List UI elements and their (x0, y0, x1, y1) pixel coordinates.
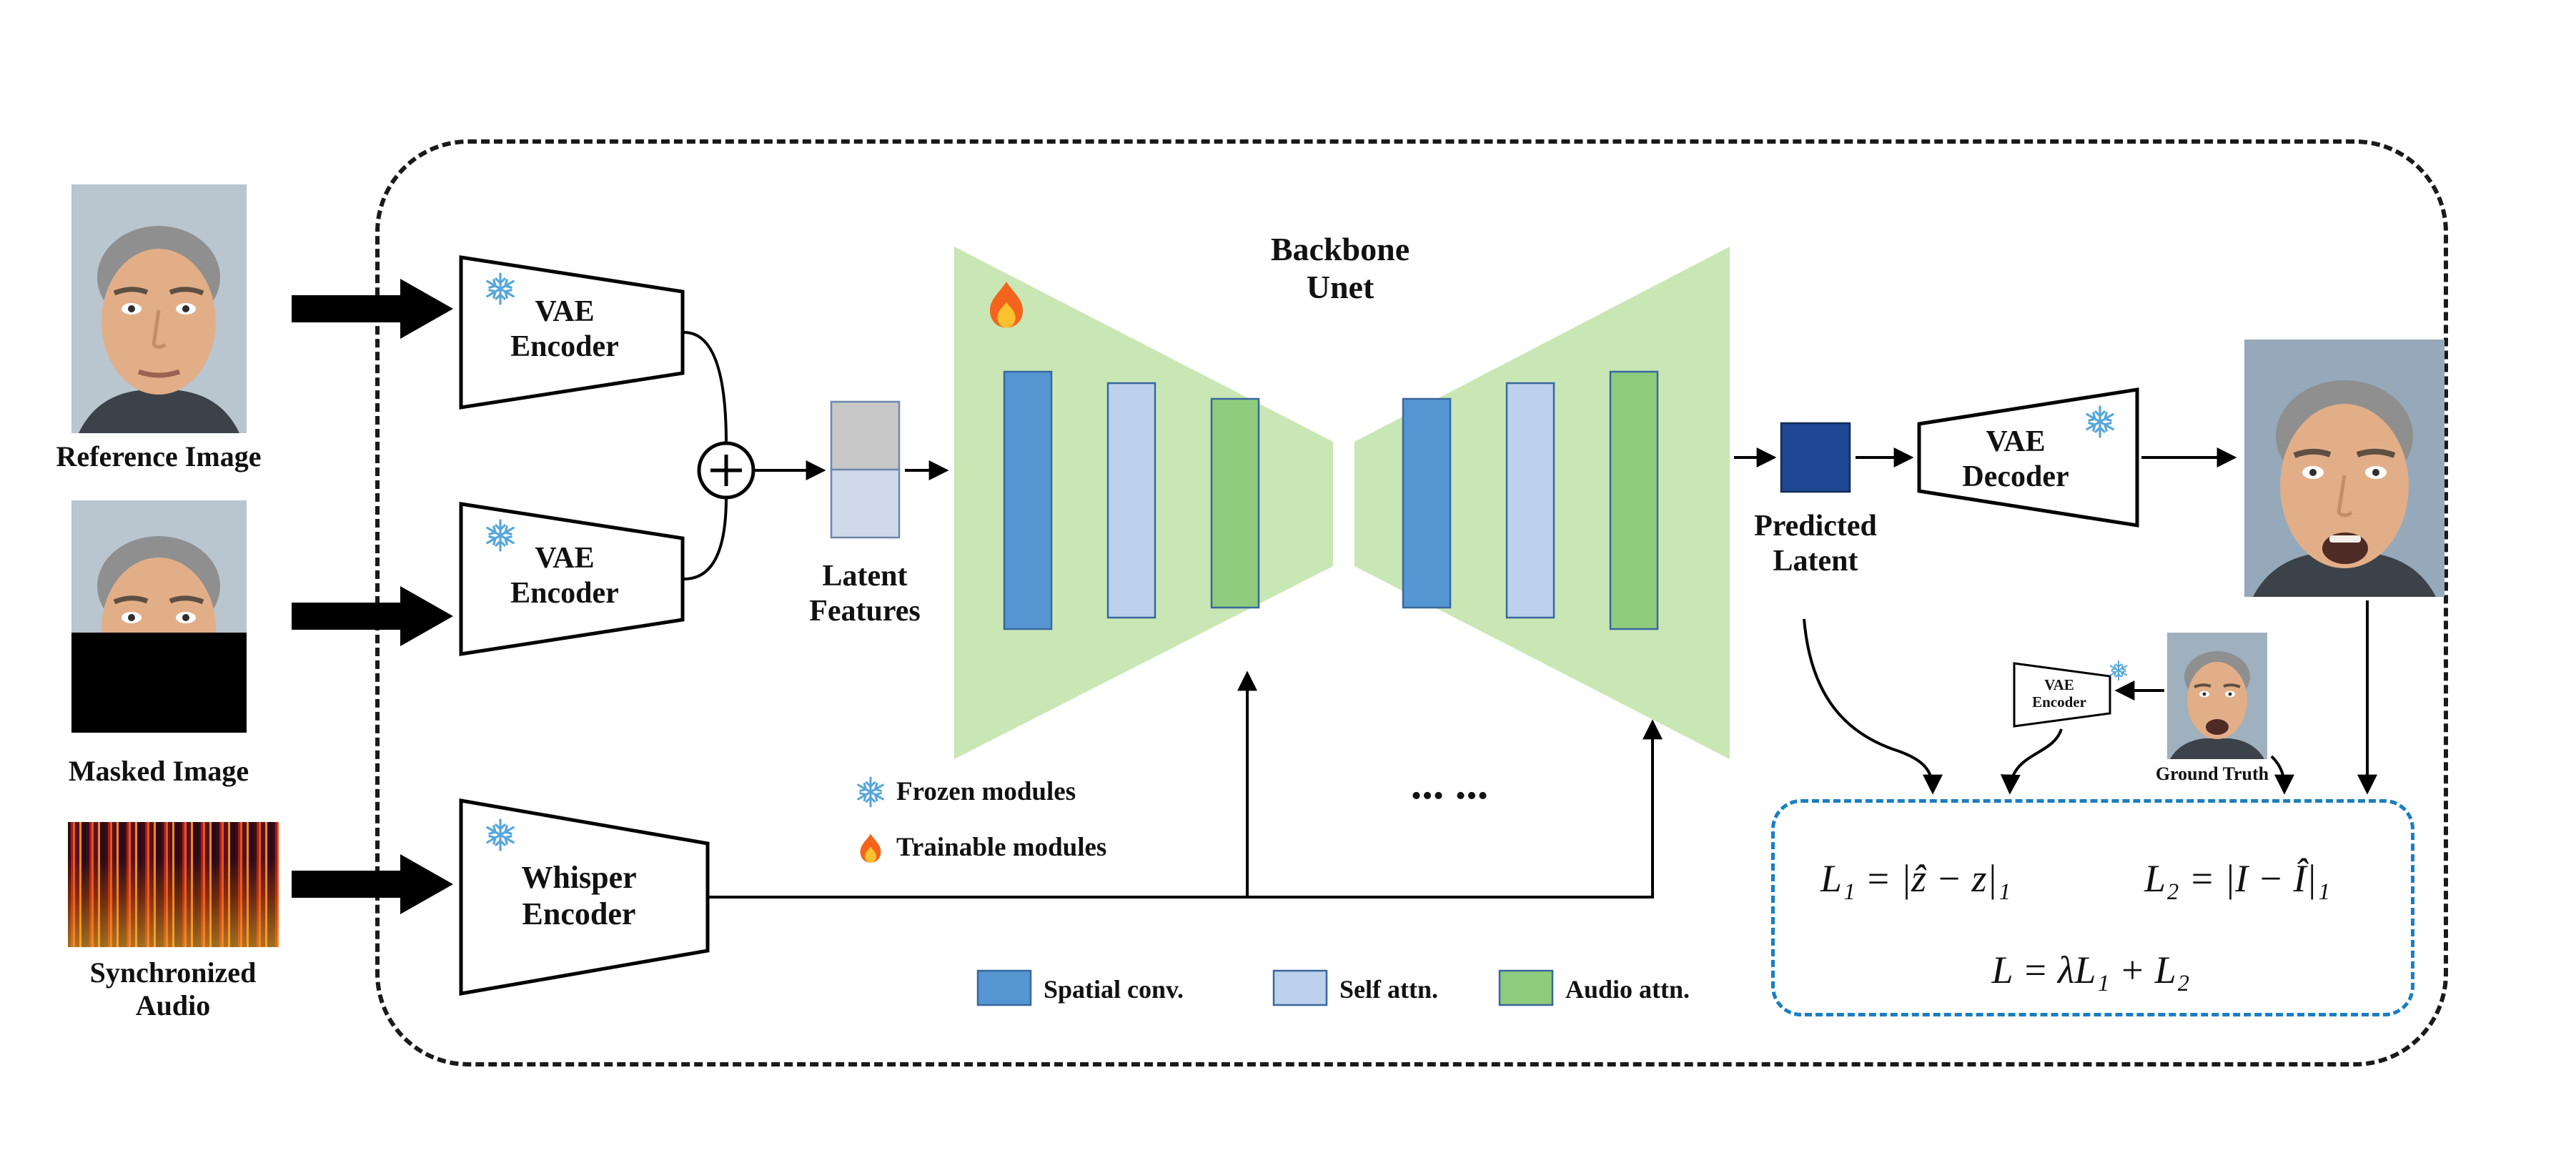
masked-image (71, 500, 247, 733)
masked-face-illustration (71, 500, 247, 733)
spatial-conv-bar-left (1003, 370, 1053, 630)
vae-decoder-label: VAE Decoder (1962, 425, 2069, 493)
vae-encoder-small-shape (2013, 662, 2111, 728)
legend-flame-icon (860, 833, 881, 863)
l1-loss-formula: L₁ = |ẑ − z|₁ (1820, 857, 2011, 900)
legend-audio-attn-swatch (1498, 969, 1554, 1006)
legend-spatial-conv-label: Spatial conv. (1044, 975, 1184, 1004)
vae-decoder-shape (1917, 387, 2139, 528)
total-loss-formula: L = λL₁ + L₂ (1991, 949, 2190, 991)
vae-encoder-top-label: VAE Encoder (510, 295, 619, 363)
legend-trainable-label: Trainable modules (896, 833, 1107, 862)
reference-input-arrow (292, 279, 453, 339)
latent-features-label: Latent Features (809, 560, 921, 628)
ground-truth-to-loss-arrow (2270, 755, 2294, 795)
predicted-latent-to-loss-arrow (1803, 618, 1943, 795)
reference-face-illustration (71, 184, 247, 433)
reference-image (71, 184, 247, 433)
backbone-unet-title: Backbone Unet (1270, 231, 1410, 306)
legend-snowflake-icon (858, 778, 883, 806)
legend-self-attn-swatch (1272, 969, 1328, 1006)
output-face-illustration (2244, 340, 2444, 597)
mask-black-region (71, 633, 247, 733)
open-mouth (2206, 719, 2229, 735)
self-attn-bar-right (1505, 382, 1555, 619)
latent-feature-bottom-square (830, 468, 901, 539)
spatial-conv-bar-right (1402, 397, 1452, 609)
l2-loss-formula: L₂ = |I − Î|₁ (2144, 857, 2331, 900)
latent-feature-top-square (830, 400, 901, 471)
vae-encoder-small-label: VAE Encoder (2032, 676, 2086, 711)
audio-spectrogram-image (68, 822, 279, 947)
whisper-encoder-shape (459, 798, 710, 996)
vae-encoder-bottom-shape (459, 502, 685, 656)
generated-output-image (2244, 340, 2444, 597)
legend-spatial-conv-swatch (976, 969, 1032, 1006)
audio-input-arrow (292, 854, 453, 914)
predicted-latent-square (1780, 422, 1851, 493)
legend-frozen-label: Frozen modules (896, 777, 1076, 806)
unet-ellipsis: ... ... (1410, 760, 1489, 808)
loss-dashed-box (1771, 799, 2414, 1016)
snowflake-icon (2111, 661, 2127, 680)
audio-attn-bar-left (1210, 397, 1260, 609)
masked-image-label: Masked Image (68, 755, 249, 787)
whisper-encoder-label: Whisper Encoder (521, 860, 637, 932)
synchronized-audio-label: Synchronized Audio (89, 956, 257, 1022)
masked-input-arrow (292, 586, 453, 646)
reference-image-label: Reference Image (56, 440, 262, 472)
legend-audio-attn-label: Audio attn. (1565, 975, 1690, 1004)
vae-encoder-bottom-label: VAE Encoder (510, 542, 619, 610)
encoder-bottom-to-sum-connector (683, 497, 728, 580)
ground-truth-image (2167, 633, 2267, 759)
ground-truth-face-illustration (2167, 633, 2267, 759)
self-attn-bar-left (1106, 382, 1156, 619)
predicted-latent-label: Predicted Latent (1754, 510, 1877, 578)
small-encoder-to-loss-arrow (2000, 728, 2063, 795)
legend-self-attn-label: Self attn. (1339, 975, 1438, 1004)
vae-encoder-top-shape (459, 255, 685, 410)
encoder-top-to-sum-connector (683, 331, 728, 444)
audio-attn-bar-right (1609, 370, 1659, 630)
whisper-to-unet-right-arrow (1247, 719, 1663, 899)
ground-truth-label: Ground Truth (2155, 763, 2269, 784)
